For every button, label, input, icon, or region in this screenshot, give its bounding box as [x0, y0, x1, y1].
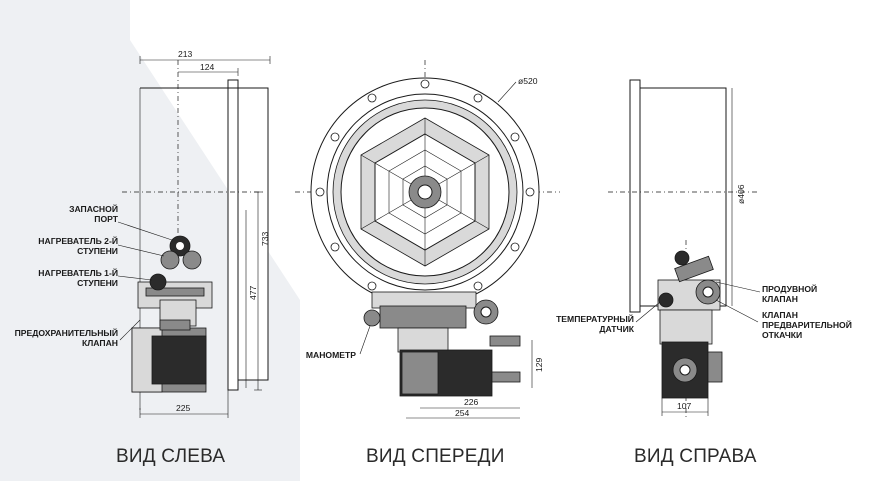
label-temp-sensor-2: ДАТЧИК — [599, 324, 634, 334]
dim-477: 477 — [248, 285, 258, 300]
dim-226: 226 — [464, 397, 479, 407]
caption-front-view: ВИД СПЕРЕДИ — [366, 446, 505, 467]
label-spare-port-1: ЗАПАСНОЙ — [69, 203, 118, 214]
label-heater1-2: СТУПЕНИ — [77, 278, 118, 288]
caption-right-view: ВИД СПРАВА — [634, 446, 757, 467]
dim-733: 733 — [260, 231, 270, 246]
heater-stage-1 — [149, 273, 167, 291]
heater-stage-2 — [160, 250, 180, 270]
label-temp-sensor-1: ТЕМПЕРАТУРНЫЙ — [556, 313, 634, 324]
label-prevac-valve-1: КЛАПАН — [762, 310, 798, 320]
background-shape — [0, 0, 300, 481]
label-heater2-1: НАГРЕВАТЕЛЬ 2-Й — [38, 235, 118, 246]
label-manometer: МАНОМЕТР — [306, 350, 356, 360]
dim-254: 254 — [455, 408, 470, 418]
label-purge-valve-1: ПРОДУВНОЙ — [762, 283, 817, 294]
left-body-outline — [237, 87, 269, 381]
label-spare-port-2: ПОРТ — [94, 214, 118, 224]
right-flange — [629, 79, 641, 313]
right-view: ø406 107 ПРОДУВНОЙ КЛАПАН КЛАПАН ПРЕДВАР… — [556, 79, 852, 420]
temperature-sensor — [658, 292, 674, 308]
manometer-gauge — [363, 309, 381, 327]
label-prevac-valve-2: ПРЕДВАРИТЕЛЬНОЙ — [762, 319, 852, 330]
dim-107: 107 — [677, 401, 692, 411]
left-view: 213 124 733 477 225 — [15, 49, 271, 418]
label-prevac-valve-3: ОТКАЧКИ — [762, 330, 802, 340]
dim-d406: ø406 — [736, 184, 746, 204]
dim-213: 213 — [178, 49, 193, 59]
caption-left-view: ВИД СЛЕВА — [116, 446, 226, 467]
label-purge-valve-2: КЛАПАН — [762, 294, 798, 304]
front-view: ø520 129 226 254 МАНОМЕТР — [295, 60, 560, 419]
dim-129: 129 — [534, 357, 544, 372]
label-safety-valve-1: ПРЕДОХРАНИТЕЛЬНЫЙ — [15, 327, 118, 338]
label-heater2-2: СТУПЕНИ — [77, 246, 118, 256]
front-bolt-holes — [315, 79, 535, 291]
label-safety-valve-2: КЛАПАН — [82, 338, 118, 348]
dim-225: 225 — [176, 403, 191, 413]
label-heater1-1: НАГРЕВАТЕЛЬ 1-Й — [38, 267, 118, 278]
left-flange — [227, 79, 239, 391]
dim-d520: ø520 — [518, 76, 538, 86]
dim-124: 124 — [200, 62, 215, 72]
